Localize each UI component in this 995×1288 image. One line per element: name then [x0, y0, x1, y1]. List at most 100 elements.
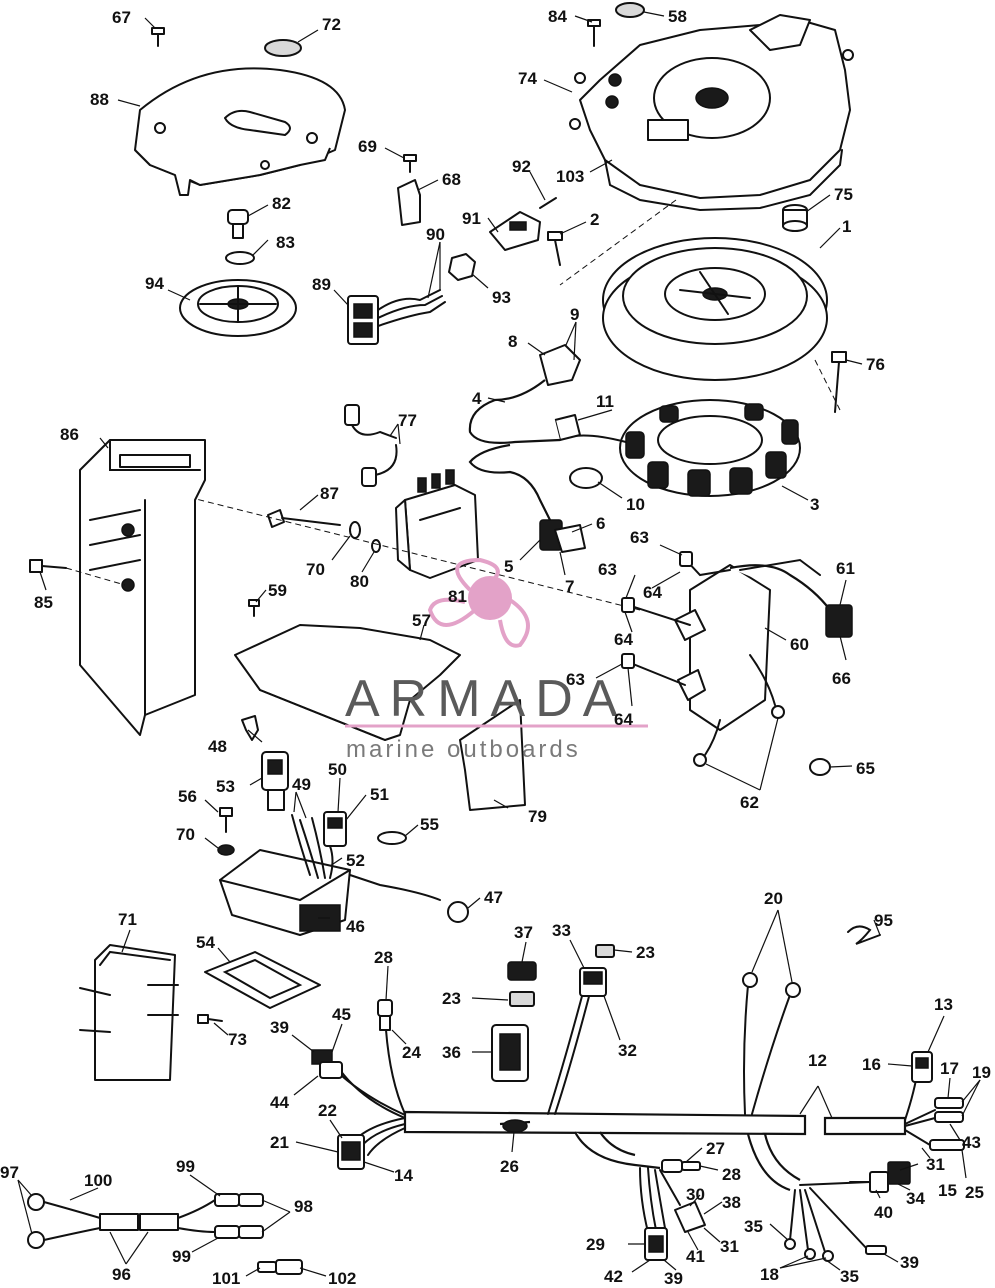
callout-58: 58 — [668, 7, 687, 26]
callout-13: 13 — [934, 995, 953, 1014]
ground-wire-47 — [349, 874, 469, 923]
callout-79: 79 — [528, 807, 547, 826]
callout-69: 69 — [358, 137, 377, 156]
assembly-line-87 — [139, 484, 641, 611]
callout-73: 73 — [228, 1030, 247, 1049]
callout-labels: 67 72 88 69 68 82 83 94 89 90 93 91 92 2… — [0, 7, 991, 1288]
connector-44 — [311, 1049, 343, 1079]
callout-82: 82 — [272, 194, 291, 213]
callout-101: 101 — [212, 1269, 240, 1288]
ring-terminal-18a — [804, 1248, 816, 1260]
callout-9: 9 — [570, 305, 579, 324]
main-wiring-harness — [329, 984, 936, 1253]
callout-37: 37 — [514, 923, 533, 942]
clip-95 — [847, 925, 881, 945]
gasket-54-inner — [222, 958, 303, 1000]
cover-57 — [234, 624, 461, 741]
clip-68 — [397, 179, 421, 226]
callout-22: 22 — [318, 1101, 337, 1120]
callout-96: 96 — [112, 1265, 131, 1284]
armada-watermark: ARMADA marine outboards — [345, 557, 648, 763]
cable-clamp-65 — [809, 758, 831, 776]
fuse-23-top — [595, 944, 615, 958]
callout-6: 6 — [596, 514, 605, 533]
callout-53: 53 — [216, 777, 235, 796]
assembly-line-1 — [559, 199, 677, 286]
connector-91 — [489, 211, 541, 251]
callout-88: 88 — [90, 90, 109, 109]
callout-65: 65 — [856, 759, 875, 778]
callout-44: 44 — [270, 1093, 289, 1112]
callout-34: 34 — [906, 1189, 925, 1208]
callout-38: 38 — [722, 1193, 741, 1212]
bolt-82 — [227, 209, 249, 239]
callout-93: 93 — [492, 288, 511, 307]
callout-90: 90 — [426, 225, 445, 244]
callout-2: 2 — [590, 210, 599, 229]
callout-87: 87 — [320, 484, 339, 503]
callout-19: 19 — [972, 1063, 991, 1082]
pin-92 — [539, 197, 557, 209]
callout-63-c: 63 — [566, 670, 585, 689]
callout-68: 68 — [442, 170, 461, 189]
callout-7: 7 — [565, 577, 574, 596]
callout-40: 40 — [874, 1203, 893, 1222]
callout-18: 18 — [760, 1265, 779, 1284]
clip-48 — [241, 715, 259, 741]
washer-70-top — [349, 521, 361, 539]
callout-95: 95 — [874, 911, 893, 930]
callout-48: 48 — [208, 737, 227, 756]
connector-38 — [659, 1169, 706, 1233]
callout-16: 16 — [862, 1055, 881, 1074]
washer-80 — [371, 539, 381, 553]
cable-clamp-10 — [569, 467, 603, 489]
callout-59: 59 — [268, 581, 287, 600]
callout-52: 52 — [346, 851, 365, 870]
callout-64-c: 64 — [614, 710, 633, 729]
bullet-terminal-19 — [934, 1111, 964, 1123]
screw-84 — [587, 19, 601, 47]
callout-30: 30 — [686, 1185, 705, 1204]
callout-24: 24 — [402, 1043, 421, 1062]
bullet-terminal-39 — [865, 1245, 887, 1255]
callout-29: 29 — [586, 1235, 605, 1254]
callout-55: 55 — [420, 815, 439, 834]
ring-terminal-35 — [784, 1238, 796, 1250]
callout-1: 1 — [842, 217, 851, 236]
callout-99-top: 99 — [176, 1157, 195, 1176]
callout-64-a: 64 — [643, 583, 662, 602]
callout-62: 62 — [740, 793, 759, 812]
callout-99-bottom: 99 — [172, 1247, 191, 1266]
bolt-87 — [267, 509, 341, 528]
callout-35-right: 35 — [840, 1267, 859, 1286]
starter-pulley — [179, 279, 297, 337]
callout-103: 103 — [556, 167, 584, 186]
nut-93 — [448, 253, 476, 281]
callout-76: 76 — [866, 355, 885, 374]
cap-58 — [615, 2, 645, 18]
callout-42: 42 — [604, 1267, 623, 1286]
flywheel-cover-plate — [134, 67, 346, 196]
callout-60: 60 — [790, 635, 809, 654]
callout-92: 92 — [512, 157, 531, 176]
callout-5: 5 — [504, 557, 513, 576]
jumper-harness-96 — [27, 1193, 264, 1249]
callout-63-b: 63 — [598, 560, 617, 579]
connector-53 — [261, 751, 289, 811]
callout-66: 66 — [832, 669, 851, 688]
callout-35-left: 35 — [744, 1217, 763, 1236]
callout-23-top: 23 — [636, 943, 655, 962]
callout-86: 86 — [60, 425, 79, 444]
callout-26: 26 — [500, 1157, 519, 1176]
bushing-75 — [782, 204, 808, 232]
callout-31-right: 31 — [926, 1155, 945, 1174]
callout-33: 33 — [552, 921, 571, 940]
callout-71: 71 — [118, 910, 137, 929]
callout-63-a: 63 — [630, 528, 649, 547]
callout-100: 100 — [84, 1171, 112, 1190]
fuse-23 — [509, 991, 535, 1007]
tilt-switch — [347, 289, 446, 345]
callout-27: 27 — [706, 1139, 725, 1158]
callout-11: 11 — [596, 392, 614, 411]
